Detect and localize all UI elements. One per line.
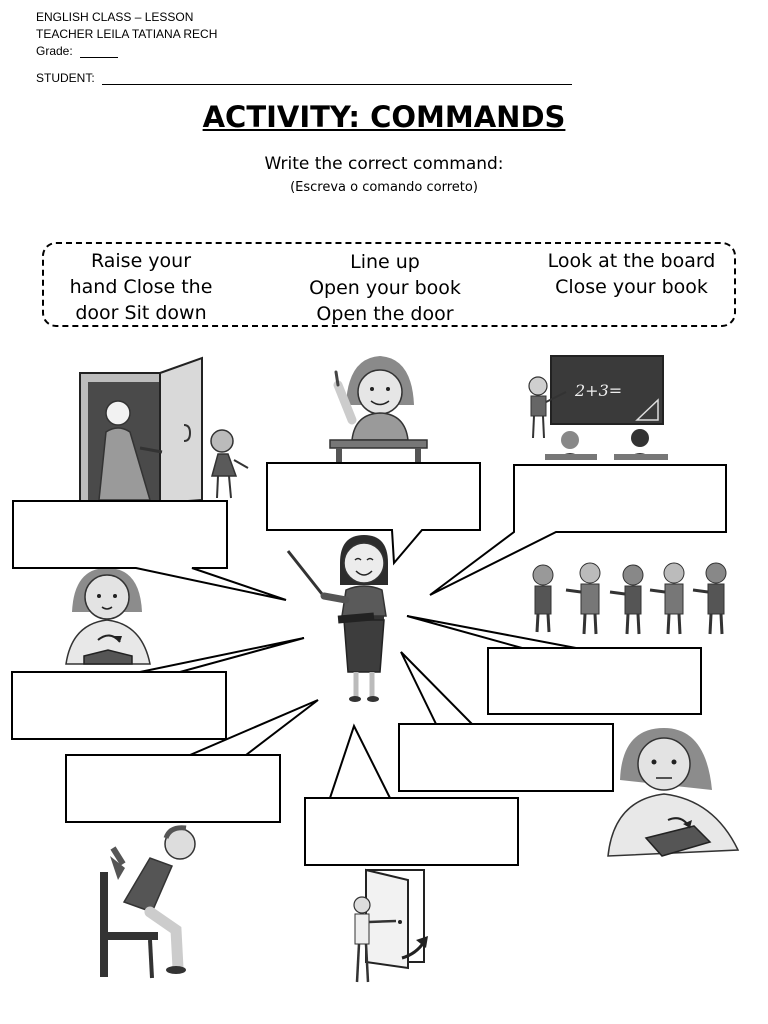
speech-bubble: [406, 615, 702, 715]
raise-your-hand-illustration: [329, 356, 428, 464]
page-title: ACTIVITY: COMMANDS: [202, 100, 566, 134]
line-up-illustration: [532, 562, 727, 635]
word-bank-column-3: Look at the board Close your book: [534, 248, 729, 300]
speech-bubble: [65, 699, 319, 823]
word-bank: Raise your hand Close the door Sit down …: [42, 242, 736, 327]
word-bank-item: door Sit down: [75, 302, 207, 324]
look-at-the-board-illustration: 2+3=: [528, 355, 668, 460]
student-row: STUDENT:: [36, 71, 573, 85]
speech-bubble: [398, 651, 614, 792]
student-blank[interactable]: [102, 84, 573, 85]
teacher-line: TEACHER LEILA TATIANA RECH: [36, 27, 218, 41]
class-line: ENGLISH CLASS – LESSON: [36, 10, 194, 24]
answer-box-close-the-door[interactable]: [15, 503, 225, 566]
word-bank-item: hand Close the: [69, 276, 213, 298]
speech-bubble: [304, 723, 519, 866]
answer-box-open-the-door[interactable]: [307, 800, 516, 863]
instruction-portuguese: (Escreva o comando correto): [290, 180, 478, 195]
word-bank-column-1: Raise your hand Close the door Sit down: [56, 248, 226, 326]
grade-blank[interactable]: [80, 57, 119, 58]
open-the-door-illustration: [353, 868, 428, 983]
board-text: 2+3=: [574, 381, 622, 400]
answer-box-look-at-the-board[interactable]: [516, 467, 724, 530]
answer-box-raise-your-hand[interactable]: [269, 465, 478, 528]
speech-bubble: [12, 500, 287, 601]
word-bank-item: Raise your: [90, 250, 192, 272]
speech-bubble: [429, 464, 727, 596]
open-your-book-illustration: [65, 568, 151, 665]
answer-box-line-up[interactable]: [490, 650, 699, 712]
teacher-illustration: [286, 535, 388, 702]
speech-bubble: [266, 462, 481, 566]
word-bank-item: Line up: [350, 251, 420, 273]
instruction-english: Write the correct command:: [264, 154, 504, 174]
answer-box-open-your-book[interactable]: [14, 674, 224, 737]
answer-box-sit-down[interactable]: [68, 757, 278, 820]
answer-box-close-your-book[interactable]: [401, 726, 611, 789]
student-label: STUDENT:: [36, 71, 95, 85]
grade-row: Grade:: [36, 44, 119, 58]
word-bank-item: Open the door: [316, 303, 454, 325]
close-your-book-illustration: [607, 728, 740, 857]
word-bank-column-2: Line up Open your book Open the door: [299, 249, 471, 327]
word-bank-item: Close your book: [555, 276, 708, 298]
grade-label: Grade:: [36, 44, 73, 58]
close-the-door-illustration: [79, 356, 249, 505]
speech-bubbles: [11, 462, 727, 866]
sit-down-illustration: [100, 825, 196, 979]
word-bank-item: Look at the board: [547, 250, 716, 272]
word-bank-item: Open your book: [309, 277, 461, 299]
speech-bubble: [11, 637, 305, 740]
